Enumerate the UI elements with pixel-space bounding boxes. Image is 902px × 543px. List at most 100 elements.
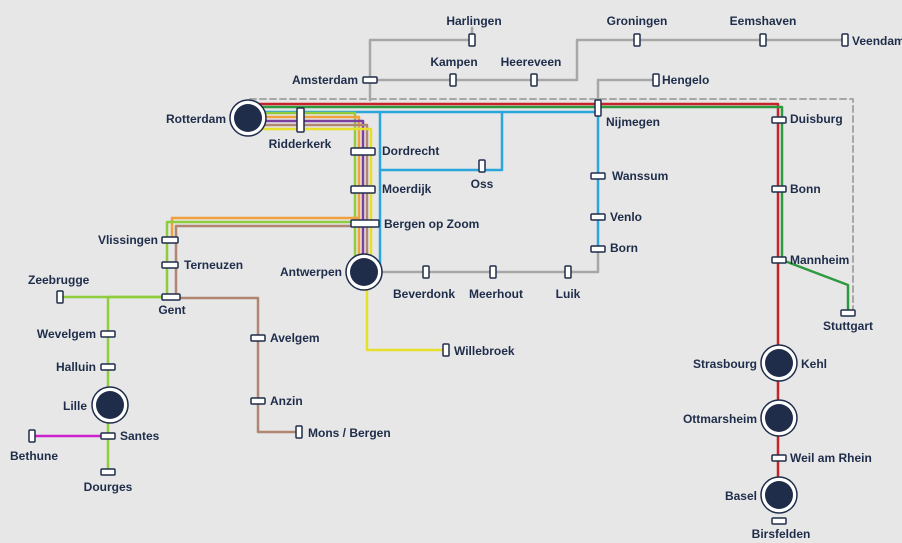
station-marker-zeebrugge[interactable] [56, 290, 64, 304]
station-marker-wanssum[interactable] [590, 172, 606, 180]
label-ridderkerk: Ridderkerk [269, 137, 332, 151]
station-marker-veendam[interactable] [841, 33, 849, 47]
label-mons-bergen: Mons / Bergen [308, 426, 391, 440]
label-basel: Basel [725, 489, 757, 503]
line-zeeland-brown [174, 224, 369, 300]
hub-lille[interactable] [91, 386, 129, 424]
label-terneuzen: Terneuzen [184, 258, 243, 272]
label-duisburg: Duisburg [790, 112, 843, 126]
hub-antwerpen[interactable] [345, 253, 383, 291]
station-marker-mannheim[interactable] [771, 256, 787, 264]
line-nijmegen-hengelo [596, 78, 658, 110]
station-marker-terneuzen[interactable] [161, 261, 179, 269]
label-luik: Luik [556, 287, 581, 301]
station-marker-gent[interactable] [161, 293, 181, 301]
hub-ottmarsheim[interactable] [760, 399, 798, 437]
station-marker-dordrecht[interactable] [350, 147, 376, 156]
label-bergen-op-zoom: Bergen op Zoom [384, 217, 479, 231]
station-marker-heereveen[interactable] [530, 73, 538, 87]
station-marker-weil-am-rhein[interactable] [771, 454, 787, 462]
station-marker-hengelo[interactable] [652, 73, 660, 87]
station-marker-nijmegen[interactable] [594, 99, 602, 117]
label-weil-am-rhein: Weil am Rhein [790, 451, 872, 465]
line-willebroek [365, 288, 448, 352]
station-marker-santes[interactable] [100, 432, 116, 440]
label-antwerpen: Antwerpen [280, 265, 342, 279]
label-eemshaven: Eemshaven [730, 14, 797, 28]
label-dordrecht: Dordrecht [382, 144, 439, 158]
station-marker-amsterdam[interactable] [362, 76, 378, 84]
hubs: Rotterdam Antwerpen Lille Strasbourg Keh… [63, 99, 827, 514]
station-marker-halluin[interactable] [100, 363, 116, 371]
label-groningen: Groningen [607, 14, 668, 28]
station-marker-moerdijk[interactable] [350, 185, 376, 194]
stations: Harlingen Groningen Eemshaven Veendam Ka… [10, 14, 902, 541]
label-anzin: Anzin [270, 394, 303, 408]
label-nijmegen: Nijmegen [606, 115, 660, 129]
station-marker-born[interactable] [590, 245, 606, 253]
line-amsterdam-veendam [368, 38, 845, 82]
label-heereveen: Heereveen [501, 55, 562, 69]
station-marker-meerhout[interactable] [489, 265, 497, 279]
hub-rotterdam[interactable] [229, 99, 267, 137]
label-moerdijk: Moerdijk [382, 182, 432, 196]
station-marker-vlissingen[interactable] [161, 236, 179, 244]
line-antwerpen-born [363, 248, 600, 274]
label-born: Born [610, 241, 638, 255]
label-kehl: Kehl [801, 357, 827, 371]
label-santes: Santes [120, 429, 160, 443]
label-halluin: Halluin [56, 360, 96, 374]
label-amsterdam: Amsterdam [292, 73, 358, 87]
station-marker-mons-bergen[interactable] [295, 425, 303, 439]
station-marker-dourges[interactable] [100, 468, 116, 476]
label-bethune: Bethune [10, 449, 58, 463]
station-marker-groningen[interactable] [633, 33, 641, 47]
station-marker-beverdonk[interactable] [422, 265, 430, 279]
station-marker-duisburg[interactable] [771, 116, 787, 124]
label-meerhout: Meerhout [469, 287, 523, 301]
label-stuttgart: Stuttgart [823, 319, 873, 333]
label-rotterdam: Rotterdam [166, 112, 226, 126]
station-marker-avelgem[interactable] [250, 334, 266, 342]
label-vlissingen: Vlissingen [98, 233, 158, 247]
station-marker-kampen[interactable] [449, 73, 457, 87]
station-marker-birsfelden[interactable] [771, 517, 787, 525]
station-marker-wevelgem[interactable] [100, 330, 116, 338]
station-marker-ridderkerk[interactable] [296, 107, 305, 133]
line-green-stuttgart [246, 105, 850, 315]
hub-strasbourg[interactable] [760, 344, 798, 382]
label-birsfelden: Birsfelden [752, 527, 811, 541]
station-marker-bonn[interactable] [771, 185, 787, 193]
label-venlo: Venlo [610, 210, 642, 224]
line-zeeland-lime [165, 220, 357, 300]
label-dourges: Dourges [84, 480, 133, 494]
label-strasbourg: Strasbourg [693, 357, 757, 371]
station-marker-venlo[interactable] [590, 213, 606, 221]
label-bonn: Bonn [790, 182, 821, 196]
station-marker-anzin[interactable] [250, 397, 266, 405]
label-lille: Lille [63, 399, 87, 413]
line-blue-oss [378, 110, 504, 172]
line-gent-mons [174, 296, 300, 434]
station-marker-willebroek[interactable] [442, 343, 450, 357]
station-marker-bergen-op-zoom[interactable] [350, 219, 380, 228]
label-wevelgem: Wevelgem [37, 327, 96, 341]
station-marker-harlingen[interactable] [468, 33, 476, 47]
label-hengelo: Hengelo [662, 73, 709, 87]
station-marker-bethune[interactable] [28, 429, 36, 443]
station-marker-eemshaven[interactable] [759, 33, 767, 47]
station-marker-luik[interactable] [564, 265, 572, 279]
label-veendam: Veendam [852, 34, 902, 48]
line-gent-dourges [106, 295, 172, 474]
station-marker-oss[interactable] [478, 159, 486, 173]
label-kampen: Kampen [430, 55, 477, 69]
label-willebroek: Willebroek [454, 344, 515, 358]
label-harlingen: Harlingen [446, 14, 501, 28]
label-beverdonk: Beverdonk [393, 287, 455, 301]
hub-basel[interactable] [760, 476, 798, 514]
label-avelgem: Avelgem [270, 331, 320, 345]
label-zeebrugge: Zeebrugge [28, 273, 90, 287]
label-mannheim: Mannheim [790, 253, 849, 267]
station-marker-stuttgart[interactable] [840, 309, 856, 317]
